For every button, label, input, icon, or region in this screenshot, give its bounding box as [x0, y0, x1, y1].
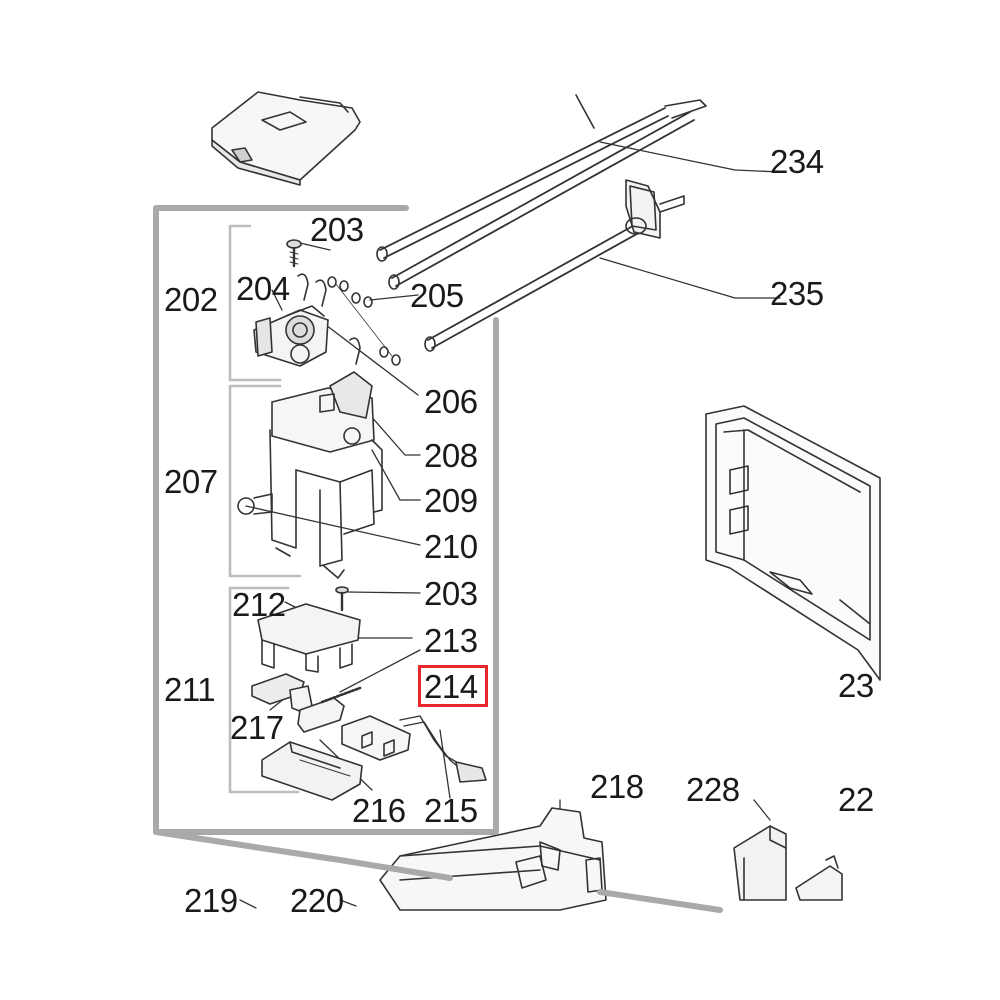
label-235: 235	[770, 275, 824, 312]
label-234: 234	[770, 143, 824, 180]
label-209: 209	[424, 482, 478, 519]
label-217: 217	[230, 709, 284, 746]
bracket-212-part	[257, 603, 361, 673]
group-frame	[153, 205, 723, 913]
orings-205-part	[327, 276, 401, 366]
spring-213-part	[320, 686, 362, 704]
label-220: 220	[290, 882, 344, 919]
label-23-partial: 23	[838, 667, 874, 704]
highlight-214	[418, 665, 488, 707]
label-211: 211	[164, 671, 216, 708]
label-203-top: 203	[310, 211, 364, 248]
label-212: 212	[232, 586, 286, 623]
pcb-214-part	[341, 715, 411, 761]
label-206: 206	[424, 383, 478, 420]
label-218: 218	[590, 768, 644, 805]
label-205: 205	[410, 277, 464, 314]
housing-218-part	[379, 807, 607, 911]
tray-216-part	[261, 741, 363, 801]
label-213: 213	[424, 622, 478, 659]
cover-plate-part	[211, 91, 361, 186]
label-216: 216	[352, 792, 406, 829]
frame-23x-part	[705, 405, 881, 681]
rod-235-part	[424, 179, 685, 352]
valve-204-part	[253, 305, 329, 367]
button-217-part	[251, 673, 345, 733]
label-219: 219	[184, 882, 238, 919]
label-210: 210	[424, 528, 478, 565]
label-203-lower: 203	[424, 575, 478, 612]
label-215: 215	[424, 792, 478, 829]
screw-203-lower-part	[335, 586, 349, 612]
cable-215-part	[399, 715, 487, 783]
label-204: 204	[236, 270, 290, 307]
label-228: 228	[686, 771, 740, 808]
label-207: 207	[164, 463, 218, 500]
label-22-partial: 22	[838, 781, 874, 818]
label-208: 208	[424, 437, 478, 474]
group-brackets	[228, 224, 302, 794]
rod-234-part	[376, 94, 707, 290]
clips-206-part	[297, 273, 361, 365]
screw-203-part	[286, 239, 302, 268]
part-228-part	[733, 825, 843, 901]
label-202: 202	[164, 281, 218, 318]
label-214: 214	[424, 668, 478, 705]
module-207-part	[237, 371, 383, 579]
